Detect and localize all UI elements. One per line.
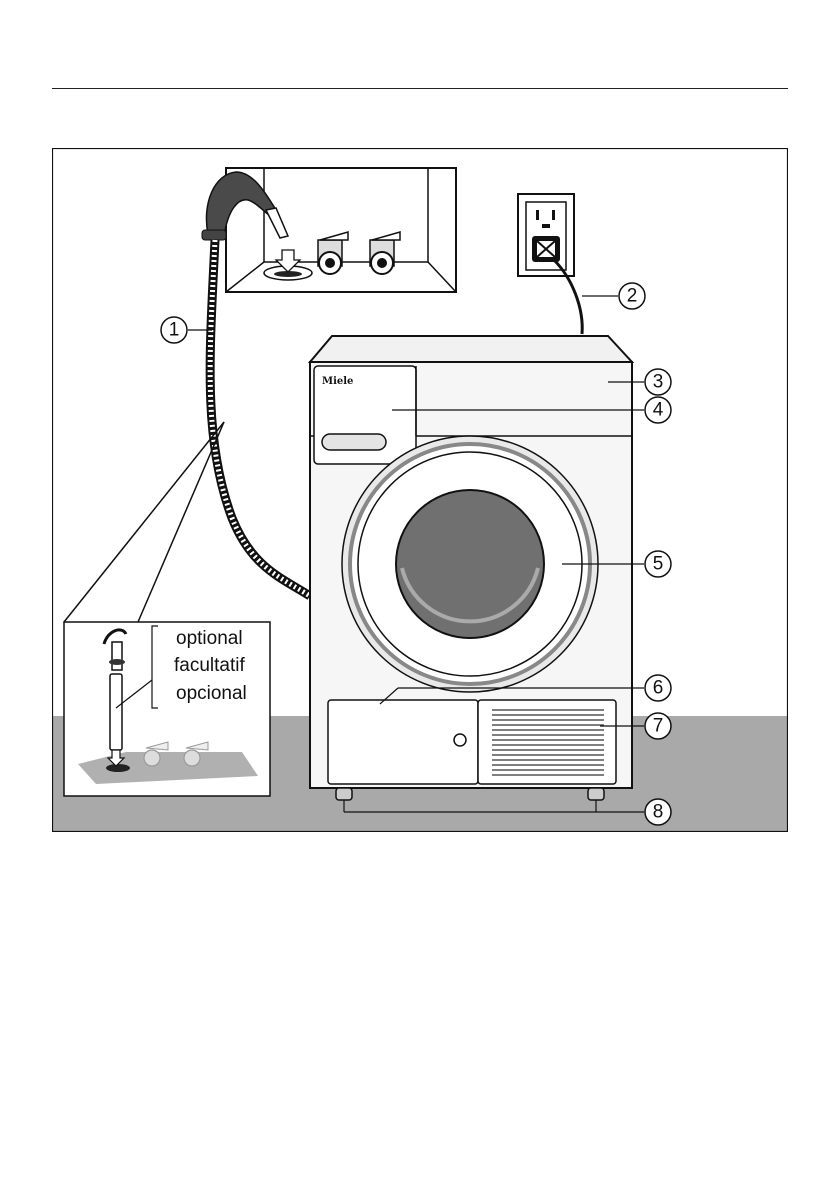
foot-right [588,788,604,800]
power-outlet [518,194,574,276]
callout-4-label: 4 [653,400,664,421]
callout-3-label: 3 [653,372,664,393]
callout-8: 8 [645,799,671,825]
foot-left [336,788,352,800]
callout-1: 1 [161,317,187,343]
callout-5: 5 [645,551,671,577]
callout-6-label: 6 [653,678,664,699]
optional-extension-inset: optional facultatif opcional [64,622,270,796]
brand-logo: Miele [322,376,353,387]
dryer-installation-diagram: Miele [52,148,788,832]
callout-2-label: 2 [627,286,638,307]
optional-label-en: optional [176,628,243,649]
callout-3: 3 [645,369,671,395]
dryer: Miele [310,336,632,800]
callout-7: 7 [645,713,671,739]
door-glass [396,490,544,638]
callout-1-label: 1 [169,320,180,341]
optional-label-fr: facultatif [174,655,245,676]
callout-7-label: 7 [653,716,664,737]
callout-6: 6 [645,675,671,701]
diagram-svg: Miele [52,148,788,832]
callout-5-label: 5 [653,554,664,575]
callout-4: 4 [645,397,671,423]
callout-2: 2 [619,283,645,309]
callout-8-label: 8 [653,802,664,823]
header-rule [52,88,788,89]
optional-label-es: opcional [176,683,247,704]
